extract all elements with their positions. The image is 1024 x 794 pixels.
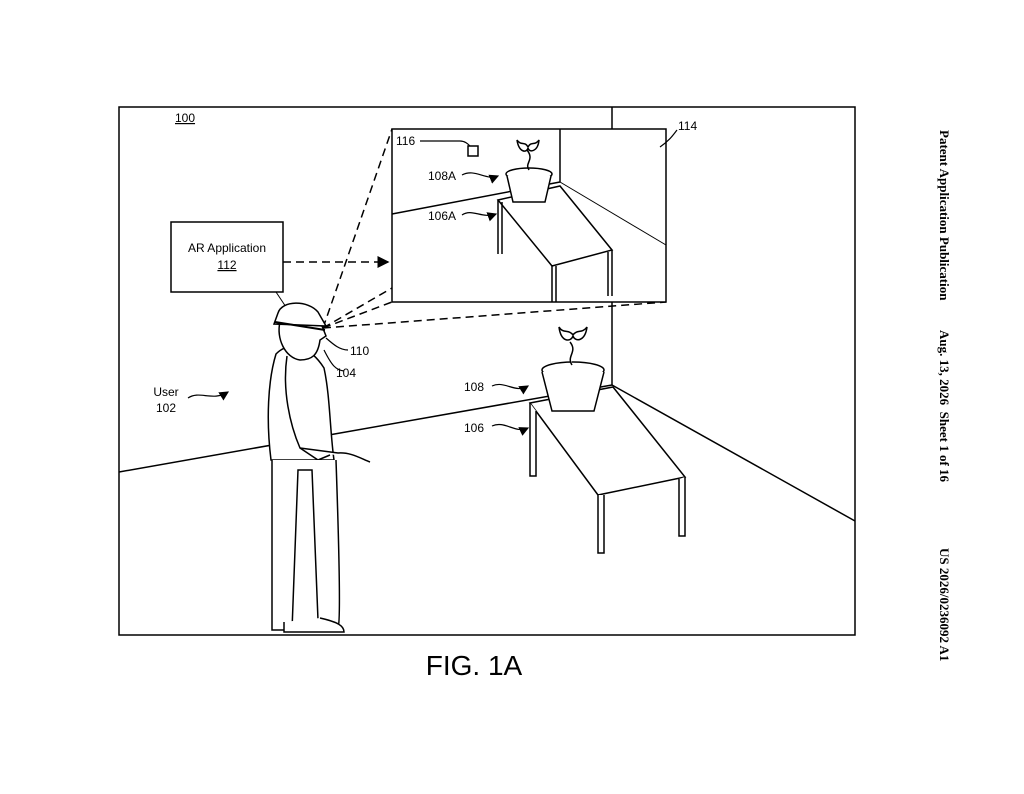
patent-header: Patent Application Publication Aug. 13, … xyxy=(937,130,952,661)
header-number: US 2026/0236092 A1 xyxy=(937,548,952,661)
floor-left-edge xyxy=(119,385,612,472)
ar-app-ref: 112 xyxy=(217,258,236,272)
ref-110: 110 xyxy=(350,344,369,358)
ar-app-title: AR Application xyxy=(188,241,266,255)
ref-108: 108 xyxy=(464,380,484,394)
header-date-sheet: Aug. 13, 2026 Sheet 1 of 16 xyxy=(937,330,952,483)
marker-116 xyxy=(468,146,478,156)
user-ref: 102 xyxy=(156,401,176,415)
ref-106A: 106A xyxy=(428,209,456,223)
ref-114: 114 xyxy=(678,119,697,133)
real-plant xyxy=(542,327,604,411)
ref-106: 106 xyxy=(464,421,484,435)
ref-100: 100 xyxy=(175,111,195,125)
ref-116: 116 xyxy=(396,134,415,148)
figure-caption: FIG. 1A xyxy=(426,650,523,681)
real-table xyxy=(530,387,685,553)
ref-108A: 108A xyxy=(428,169,456,183)
header-publication: Patent Application Publication xyxy=(937,130,952,301)
ref-104: 104 xyxy=(336,366,356,380)
user-title: User xyxy=(153,385,178,399)
